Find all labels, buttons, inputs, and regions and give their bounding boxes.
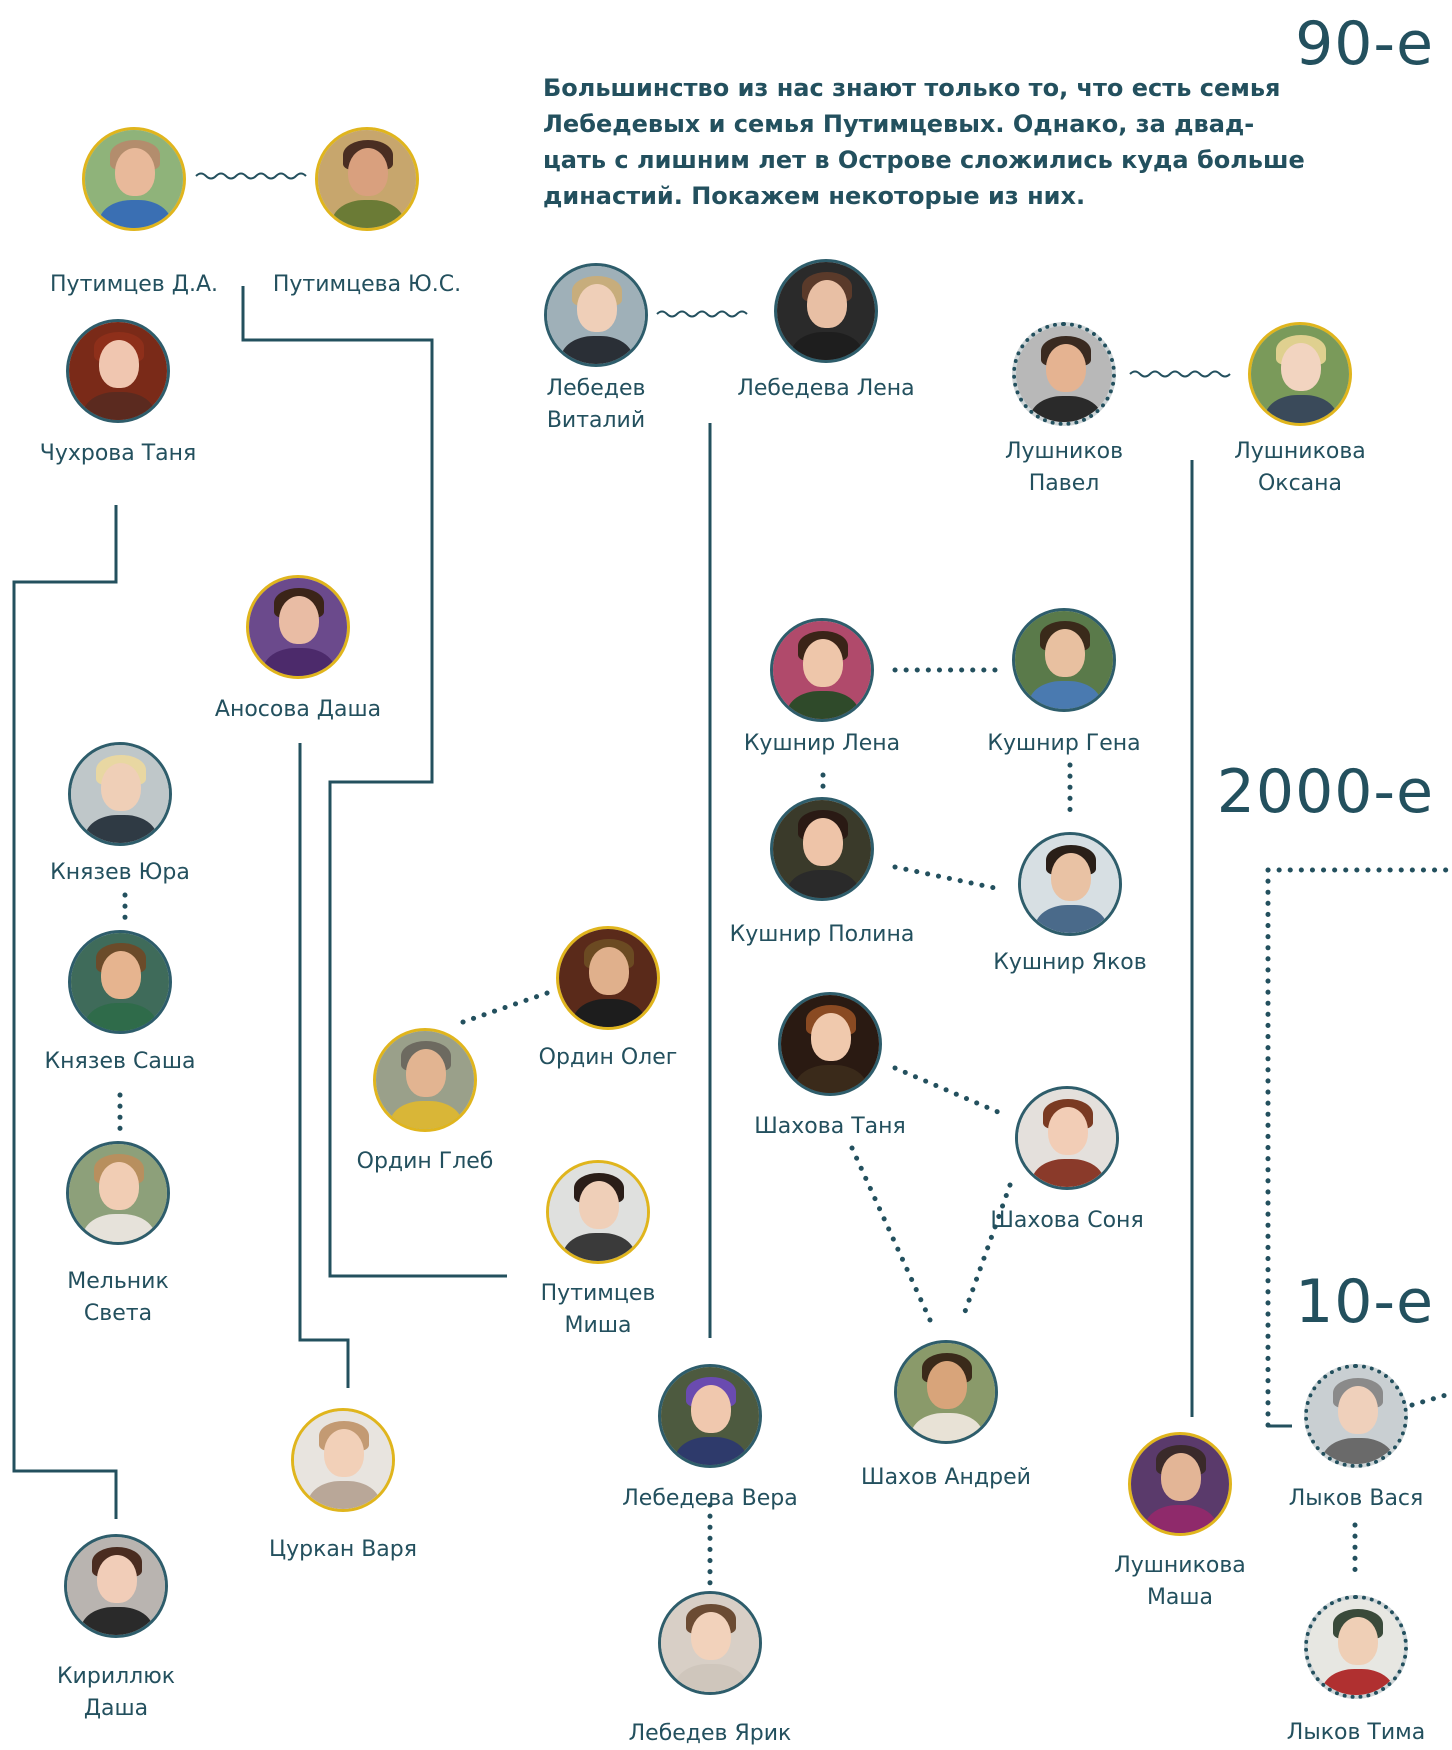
person-name: Путимцев Д.А. bbox=[50, 272, 218, 297]
person-name: Путимцев Миша bbox=[540, 1281, 656, 1338]
portrait-photo bbox=[774, 259, 878, 363]
dots-shakhova-sonya-andrey bbox=[959, 1182, 1013, 1323]
portrait-photo bbox=[68, 742, 172, 846]
portrait-photo bbox=[1128, 1432, 1232, 1536]
line-chukhrova-to-kirillyuk bbox=[12, 505, 118, 1519]
wave-putimtsev bbox=[195, 172, 307, 180]
dots-2000s-bracket bbox=[1265, 867, 1449, 1429]
portrait-photo bbox=[894, 1340, 998, 1444]
person-name: Лыков Тима bbox=[1286, 1720, 1426, 1745]
person-name: Лушников Павел bbox=[1004, 439, 1124, 496]
portrait-photo bbox=[1012, 322, 1116, 426]
dots-shakhova-tanya-sonya bbox=[892, 1065, 1008, 1118]
person-name: Ордин Олег bbox=[538, 1045, 678, 1070]
portrait-photo bbox=[64, 1534, 168, 1638]
person-name: Лебедева Вера bbox=[622, 1486, 798, 1511]
intro-line: цать с лишним лет в Острове сложились ку… bbox=[543, 146, 1305, 174]
person-name: Путимцева Ю.С. bbox=[272, 272, 462, 297]
person-name: Князев Саша bbox=[44, 1049, 196, 1074]
dots-ordin bbox=[460, 988, 556, 1025]
portrait-photo bbox=[315, 127, 419, 231]
person-name: Кушнир Полина bbox=[729, 922, 915, 947]
person-name: Кушнир Яков bbox=[993, 950, 1147, 975]
portrait-photo bbox=[658, 1591, 762, 1695]
portrait-photo bbox=[1018, 832, 1122, 936]
wave-lebedev bbox=[656, 310, 748, 318]
portrait-photo bbox=[1012, 608, 1116, 712]
person-name: Ордин Глеб bbox=[356, 1149, 494, 1174]
intro-line: Лебедевых и семья Путимцевых. Однако, за… bbox=[543, 110, 1255, 138]
decade-10s: 10-е bbox=[1295, 1267, 1434, 1337]
person-name: Лебедева Лена bbox=[737, 376, 915, 401]
portrait-photo bbox=[66, 1141, 170, 1245]
line-putimtsev-to-misha bbox=[241, 286, 507, 1278]
portrait-photo bbox=[770, 618, 874, 722]
person-name: Мельник Света bbox=[67, 1269, 169, 1326]
portrait-photo bbox=[770, 797, 874, 901]
person-name: Аносова Даша bbox=[214, 697, 382, 722]
portrait-photo bbox=[556, 926, 660, 1030]
person-name: Чухрова Таня bbox=[39, 441, 197, 466]
person-name: Лушникова Маша bbox=[1114, 1553, 1246, 1610]
portrait-photo bbox=[68, 930, 172, 1034]
portrait-photo bbox=[658, 1364, 762, 1468]
intro-text: Большинство из нас знают только то, что … bbox=[543, 70, 1373, 214]
person-name: Шахов Андрей bbox=[861, 1465, 1031, 1490]
portrait-photo bbox=[291, 1408, 395, 1512]
person-name: Кириллюк Даша bbox=[56, 1664, 176, 1721]
person-name: Кушнир Лена bbox=[743, 731, 901, 756]
portrait-photo bbox=[546, 1160, 650, 1264]
portrait-photo bbox=[544, 263, 648, 367]
person-name: Кушнир Гена bbox=[987, 731, 1141, 756]
portrait-photo bbox=[1304, 1364, 1408, 1468]
portrait-photo bbox=[1248, 322, 1352, 426]
intro-line: династий. Покажем некоторые из них. bbox=[543, 182, 1086, 210]
person-name: Шахова Таня bbox=[754, 1114, 906, 1139]
person-name: Князев Юра bbox=[50, 860, 190, 885]
portrait-photo bbox=[373, 1028, 477, 1132]
person-name: Лыков Вася bbox=[1288, 1486, 1424, 1511]
decade-90s: 90-е bbox=[1295, 9, 1434, 79]
decade-2000s: 2000-е bbox=[1216, 757, 1434, 827]
person-name: Лебедев Ярик bbox=[628, 1721, 792, 1746]
portrait-photo bbox=[82, 127, 186, 231]
portrait-photo bbox=[778, 992, 882, 1096]
person-name: Шахова Соня bbox=[990, 1208, 1144, 1233]
person-name: Цуркан Варя bbox=[269, 1537, 417, 1562]
dots-shakhova-tanya-andrey bbox=[849, 1145, 933, 1323]
portrait-photo bbox=[66, 319, 170, 423]
line-anosova-to-tsurkan bbox=[298, 743, 350, 1388]
intro-line: Большинство из нас знают только то, что … bbox=[543, 74, 1281, 102]
person-name: Лушникова Оксана bbox=[1234, 439, 1366, 496]
portrait-photo bbox=[1304, 1595, 1408, 1699]
portrait-photo bbox=[1015, 1086, 1119, 1190]
wave-lushnikov bbox=[1129, 370, 1231, 378]
person-name: Лебедев Виталий bbox=[546, 376, 646, 433]
dots-kushnir-polina-yakov bbox=[892, 864, 998, 891]
portrait-photo bbox=[246, 575, 350, 679]
